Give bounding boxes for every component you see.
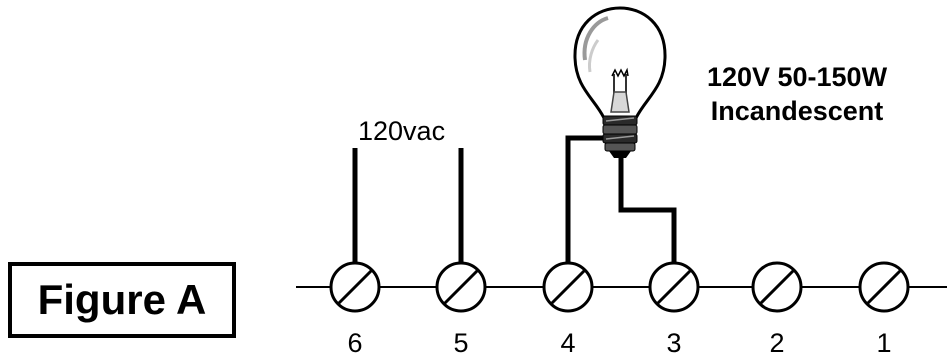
terminal-screw-5 [435,261,487,313]
terminal-number-3: 3 [666,328,682,358]
bulb-spec-label: 120V 50-150W Incandescent [682,60,912,128]
bulb-wire-terminal-3 [618,155,677,263]
terminal-screw-1 [858,261,910,313]
bulb-wire-terminal-4 [565,135,608,263]
bulb-spec-line-2: Incandescent [710,96,884,126]
terminal-number-5: 5 [453,328,469,358]
terminal-number-1: 1 [876,328,892,358]
terminal-number-4: 4 [560,328,576,358]
supply-voltage-label: 120vac [358,116,446,146]
figure-title: Figure A [37,276,207,323]
terminal-number-6: 6 [347,328,363,358]
bulb-spec-line-1: 120V 50-150W [706,62,888,92]
terminal-screw-4 [542,261,594,313]
light-bulb-icon [573,6,667,158]
terminal-screw-6 [329,261,381,313]
terminal-number-2: 2 [769,328,785,358]
figure-label-box: Figure A [8,262,236,338]
terminal-screw-2 [751,261,803,313]
terminal-screw-3 [648,261,700,313]
